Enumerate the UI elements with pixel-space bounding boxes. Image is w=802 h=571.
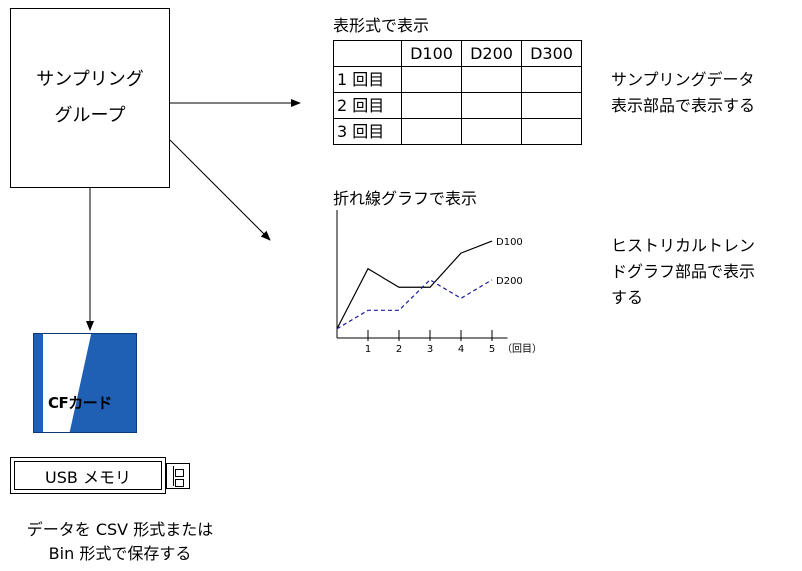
arrow-to-chart	[169, 139, 271, 241]
table-title: 表形式で表示	[333, 16, 430, 35]
table-row: 2 回目	[333, 92, 582, 119]
chart-x-unit-label: （回目）	[502, 343, 542, 355]
usb-connector-edge	[173, 466, 174, 486]
table-header-cell	[333, 40, 402, 67]
table-header-cell: D200	[461, 40, 522, 67]
sampling-table: D100 D200 D300 1 回目 2 回目 3 回目	[333, 40, 582, 145]
table-cell	[401, 118, 462, 145]
chart-x-tick-label: 4	[458, 344, 464, 355]
chart-title: 折れ線グラフで表示	[333, 189, 478, 208]
table-header-row: D100 D200 D300	[333, 40, 582, 67]
chart-series-label-d100: D100	[496, 237, 523, 248]
usb-memory-label: USB メモリ	[45, 467, 131, 487]
save-description-line2: Bin 形式で保存する	[48, 544, 192, 563]
usb-connector-hole	[175, 469, 184, 477]
usb-connector-icon	[166, 463, 190, 489]
chart-x-tick-label: 5	[489, 344, 495, 355]
table-row-label: 3 回目	[333, 118, 402, 145]
chart-caption-line3: する	[611, 288, 644, 307]
table-cell	[461, 92, 522, 119]
chart-x-tick-label: 3	[427, 344, 433, 355]
chart-caption: ヒストリカルトレン ドグラフ部品で表示 する	[611, 233, 755, 311]
usb-memory-icon: USB メモリ	[10, 457, 166, 494]
table-cell	[521, 92, 582, 119]
sampling-group-line1: サンプリング	[36, 69, 144, 90]
cf-card-label: CFカード	[48, 394, 112, 412]
table-row-label: 2 回目	[333, 92, 402, 119]
table-caption-line2: 表示部品で表示する	[611, 96, 756, 115]
table-cell	[401, 92, 462, 119]
table-cell	[401, 66, 462, 93]
chart-caption-line2: ドグラフ部品で表示	[611, 262, 756, 281]
usb-inner-frame	[14, 461, 162, 490]
chart-x-tick-label: 2	[396, 344, 402, 355]
cf-card-highlight	[42, 334, 92, 432]
save-description: データを CSV 形式または Bin 形式で保存する	[0, 518, 280, 566]
sampling-group-box: サンプリング グループ	[10, 8, 170, 188]
table-header-cell: D300	[521, 40, 582, 67]
chart-series-line-d100	[336, 240, 493, 330]
cf-card-icon: CFカード	[33, 333, 137, 433]
table-cell	[521, 118, 582, 145]
table-row: 3 回目	[333, 118, 582, 145]
save-description-line1: データを CSV 形式または	[26, 520, 214, 539]
table-caption: サンプリングデータ 表示部品で表示する	[611, 67, 755, 119]
table-row: 1 回目	[333, 66, 582, 93]
table-cell	[461, 66, 522, 93]
table-row-label: 1 回目	[333, 66, 402, 93]
chart-caption-line1: ヒストリカルトレン	[611, 236, 756, 255]
usb-connector-hole	[175, 479, 184, 487]
table-caption-line1: サンプリングデータ	[611, 70, 755, 89]
table-cell	[461, 118, 522, 145]
table-cell	[521, 66, 582, 93]
sampling-group-line2: グループ	[54, 105, 126, 126]
chart-x-tick-label: 1	[365, 344, 371, 355]
table-header-cell: D100	[401, 40, 462, 67]
chart-series-line-d200	[336, 279, 493, 330]
cf-card-stripe	[34, 334, 43, 432]
chart-series-label-d200: D200	[496, 276, 523, 287]
